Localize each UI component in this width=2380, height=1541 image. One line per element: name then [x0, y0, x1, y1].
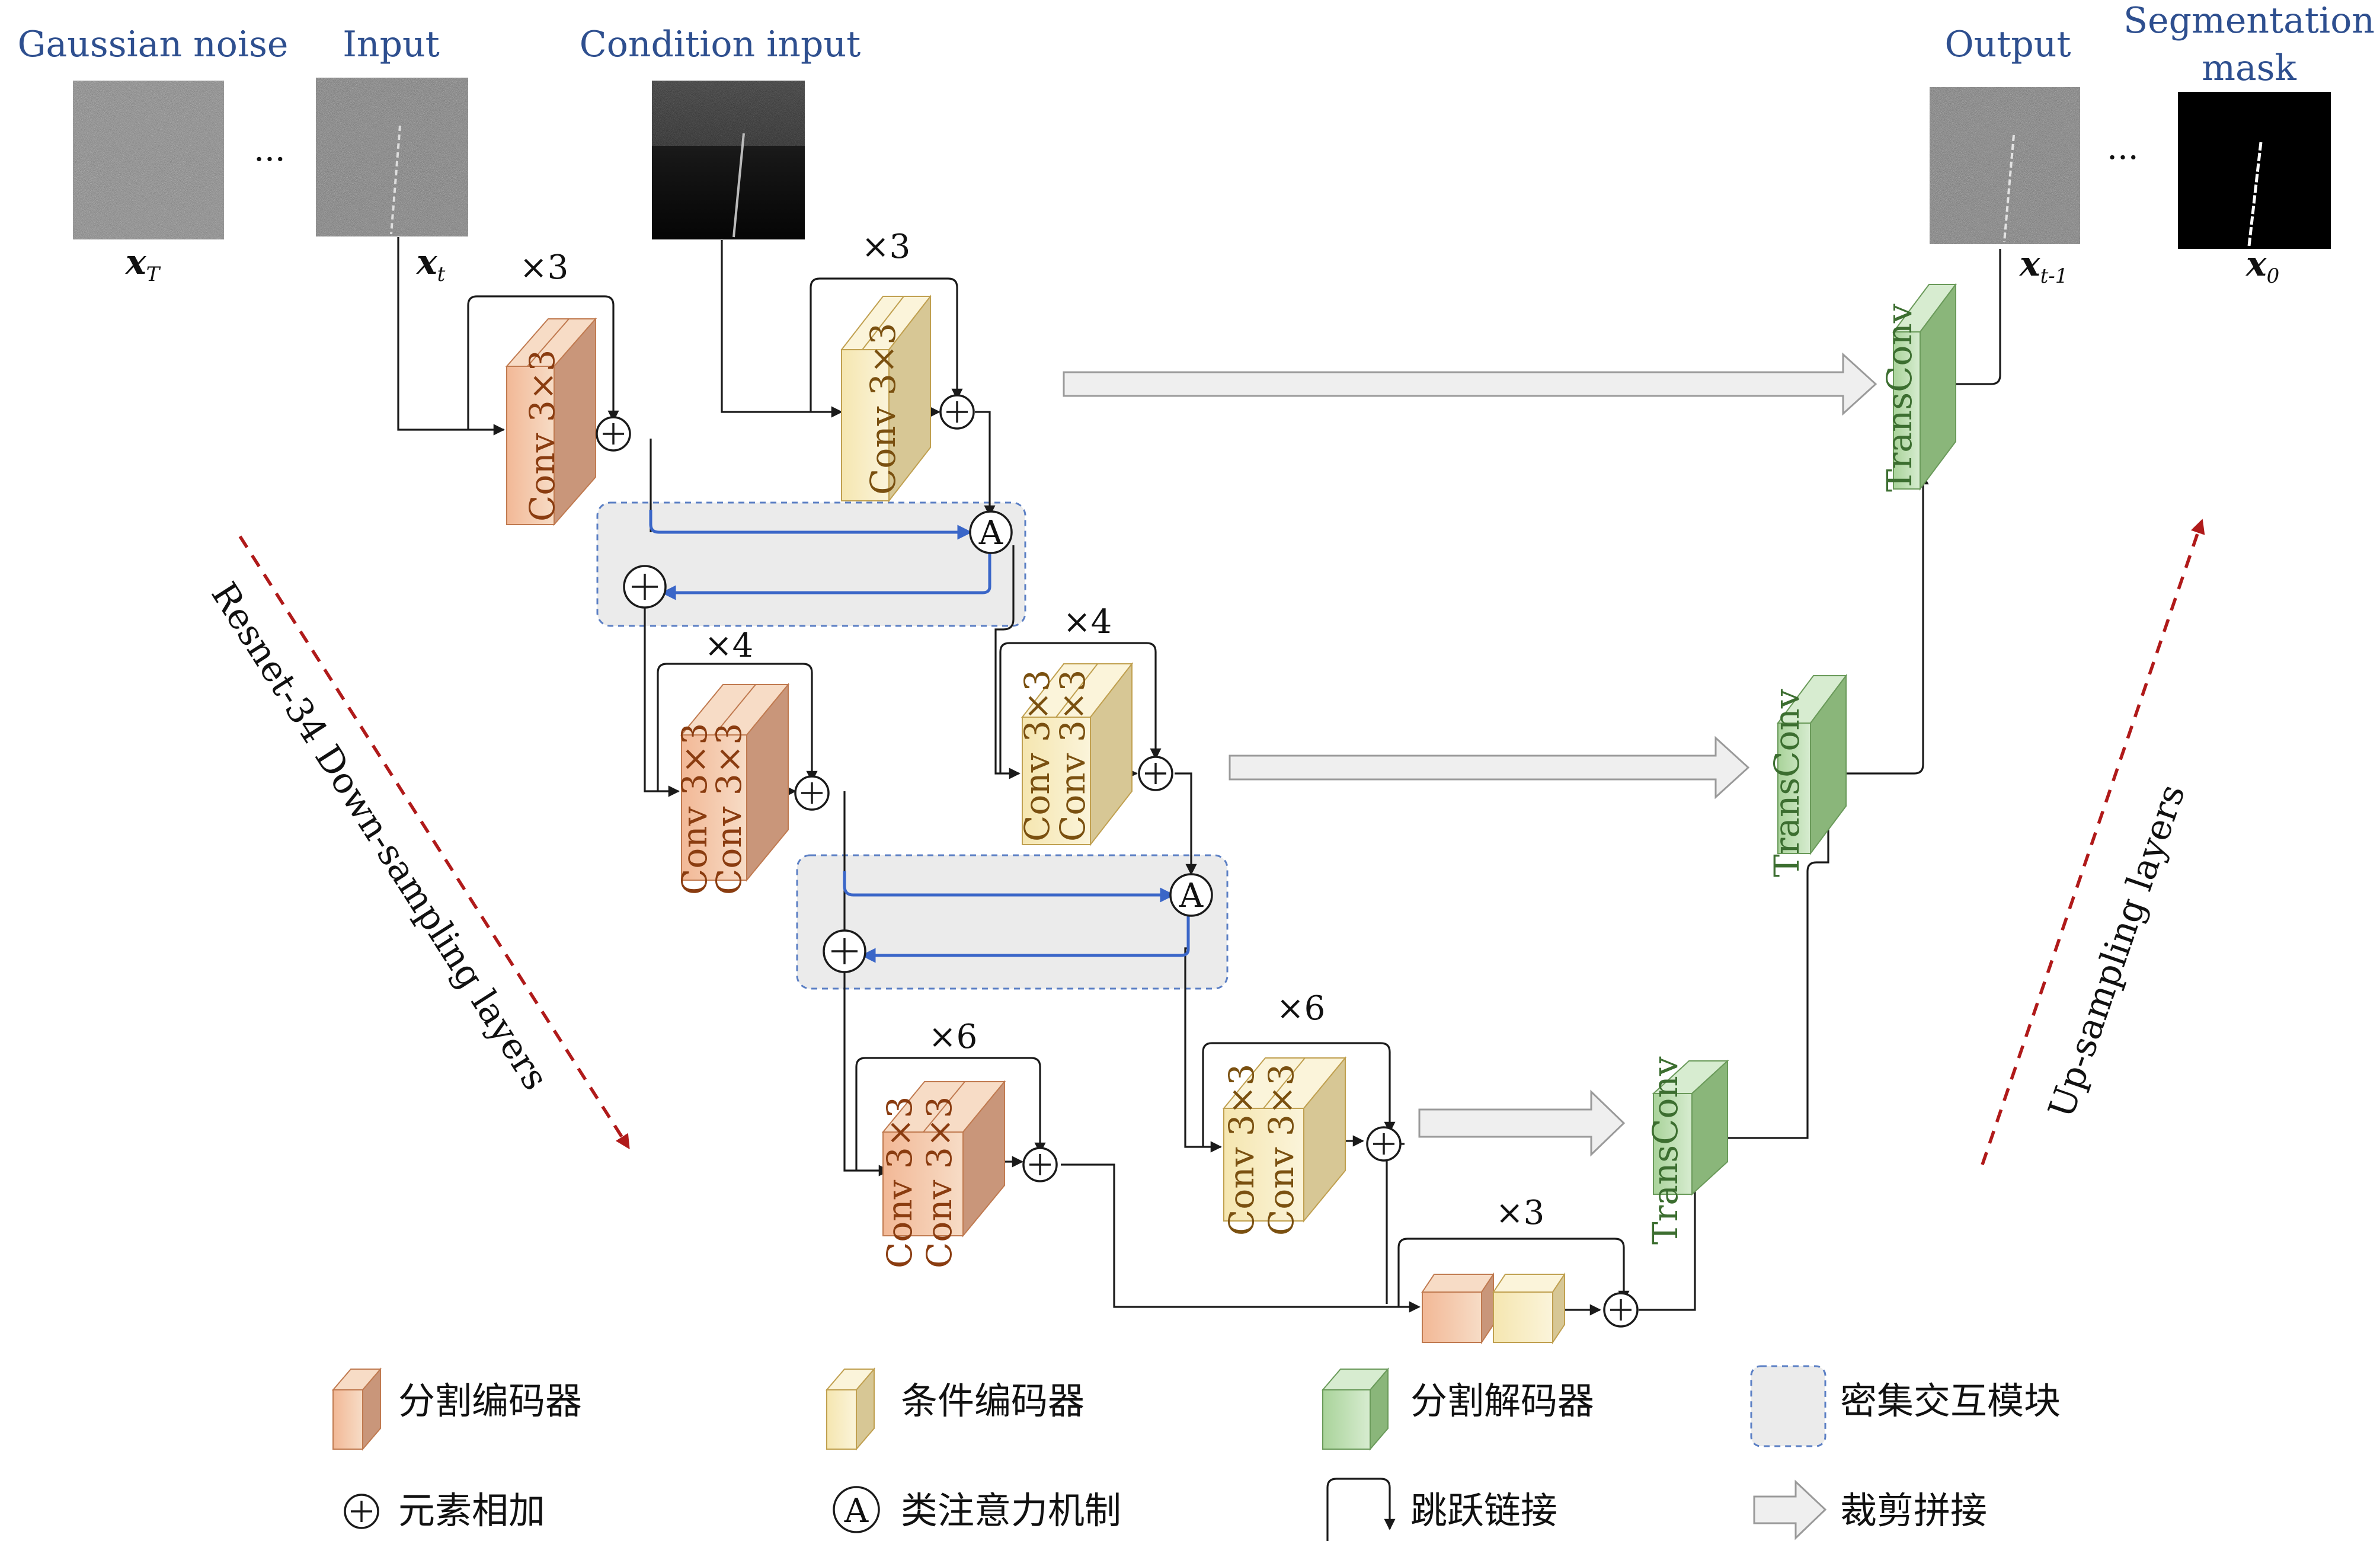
- legend-seg-encoder-label: 分割编码器: [398, 1379, 582, 1422]
- cond-encoder-block-3: Conv 3×3 Conv 3×3: [1221, 1056, 1347, 1236]
- conv-label: Conv 3×3: [709, 723, 749, 895]
- decoder-block-1: TransConv: [1879, 283, 1957, 492]
- legend-crop-concat-label: 裁剪拼接: [1840, 1489, 1987, 1532]
- dense-interaction-module-2: [796, 854, 1229, 990]
- legend-dense-module-swatch: [1750, 1365, 1826, 1447]
- legend-add-icon: [344, 1494, 379, 1529]
- downsampling-arrow: [238, 535, 630, 1150]
- add-node: [596, 416, 631, 452]
- label-x-0: x0: [2245, 244, 2279, 288]
- repeat-seg-enc-2: ×4: [705, 626, 754, 665]
- downsampling-label: Resnet-34 Down-sampling layers: [203, 575, 556, 1097]
- transconv-label: TransConv: [1879, 303, 1920, 492]
- title-input: Input: [343, 24, 440, 65]
- conv-label: Conv 3×3: [1261, 1064, 1301, 1236]
- add-node: [823, 929, 866, 973]
- legend-seg-encoder-swatch: [331, 1367, 382, 1451]
- legend-skip-connection-label: 跳跃链接: [1410, 1489, 1557, 1532]
- cond-encoder-block-2: Conv 3×3 Conv 3×3: [1017, 662, 1134, 846]
- decoder-block-3: TransConv: [1645, 1056, 1729, 1245]
- add-node: [1366, 1126, 1402, 1162]
- gaussian-noise-image: [73, 81, 224, 239]
- bottleneck-block: [1421, 1272, 1566, 1345]
- svg-text:A: A: [978, 514, 1003, 552]
- seg-encoder-block-3: Conv 3×3 Conv 3×3: [879, 1080, 1006, 1268]
- seg-encoder-block-2: Conv 3×3 Conv 3×3: [674, 683, 790, 895]
- add-node: [1022, 1147, 1058, 1182]
- attention-arrows: [649, 510, 1190, 963]
- repeat-bottleneck: ×3: [1496, 1194, 1545, 1232]
- label-x-t: xt: [415, 242, 446, 286]
- legend-cond-encoder-label: 条件编码器: [901, 1379, 1085, 1422]
- conv-label: Conv 3×3: [674, 723, 715, 895]
- cond-encoder-block-1: Conv 3×3: [840, 295, 932, 503]
- conv-label: Conv 3×3: [879, 1096, 920, 1268]
- output-image: [1930, 87, 2080, 244]
- conv-label: Conv 3×3: [1053, 670, 1093, 842]
- seg-encoder-block-1: Conv 3×3: [505, 317, 597, 526]
- svg-text:A: A: [1179, 877, 1204, 915]
- legend-cond-encoder-swatch: [825, 1367, 876, 1451]
- attention-node-2: A: [1169, 873, 1213, 917]
- add-node: [1603, 1292, 1639, 1328]
- label-x-t-minus-1: xt-1: [2018, 244, 2068, 288]
- dense-interaction-module-1: [596, 501, 1026, 627]
- legend: 分割编码器 条件编码器 分割解码器 密集交互模块 元素相加 A 类注意力机制: [331, 1365, 2061, 1541]
- legend-seg-decoder-label: 分割解码器: [1410, 1379, 1594, 1422]
- ellipsis-left: ···: [254, 140, 285, 179]
- legend-add-label: 元素相加: [398, 1489, 545, 1532]
- title-gaussian-noise: Gaussian noise: [18, 24, 289, 65]
- ellipsis-right: ···: [2107, 139, 2138, 177]
- legend-skip-connection-icon: [1326, 1478, 1396, 1541]
- legend-dense-module-label: 密集交互模块: [1840, 1379, 2061, 1422]
- label-x-T: xT: [124, 242, 161, 286]
- repeat-cond-enc-2: ×4: [1063, 603, 1112, 641]
- input-image: [316, 78, 468, 236]
- conv-label: Conv 3×3: [1017, 670, 1057, 842]
- repeat-seg-enc-1: ×3: [520, 248, 569, 287]
- attention-node-1: A: [969, 510, 1013, 554]
- decoder-block-2: TransConv: [1767, 674, 1847, 877]
- crop-concat-arrow-1: [1063, 352, 1877, 416]
- title-condition-input: Condition input: [580, 24, 860, 65]
- legend-attention-icon: A: [833, 1486, 880, 1533]
- repeat-cond-enc-1: ×3: [862, 228, 911, 266]
- upsampling-label: Up-sampling layers: [2040, 779, 2193, 1123]
- conv-label: Conv 3×3: [863, 323, 903, 495]
- crop-concat-arrow-2: [1229, 736, 1750, 800]
- svg-text:A: A: [844, 1492, 869, 1530]
- connections: [397, 237, 2001, 1316]
- conv-label: Conv 3×3: [522, 350, 562, 522]
- condition-input-image: [652, 81, 805, 239]
- add-node: [1138, 756, 1173, 791]
- crop-concat-arrow-3: [1418, 1089, 1626, 1157]
- legend-seg-decoder-swatch: [1321, 1367, 1390, 1451]
- upsampling-arrow: [1981, 519, 2205, 1165]
- legend-crop-concat-icon: [1753, 1479, 1827, 1540]
- repeat-cond-enc-3: ×6: [1277, 989, 1326, 1028]
- add-node: [939, 394, 975, 430]
- add-node: [623, 565, 667, 609]
- transconv-label: TransConv: [1767, 689, 1807, 877]
- add-node: [794, 775, 830, 811]
- title-output: Output: [1944, 24, 2071, 65]
- conv-label: Conv 3×3: [919, 1096, 959, 1268]
- segmentation-mask-image: [2178, 92, 2331, 249]
- repeat-seg-enc-3: ×6: [929, 1018, 978, 1056]
- transconv-label: TransConv: [1645, 1056, 1685, 1245]
- legend-attention-label: 类注意力机制: [901, 1489, 1121, 1532]
- conv-label: Conv 3×3: [1221, 1064, 1262, 1236]
- title-mask: mask: [2202, 47, 2296, 89]
- title-segmentation: Segmentation: [2123, 0, 2375, 41]
